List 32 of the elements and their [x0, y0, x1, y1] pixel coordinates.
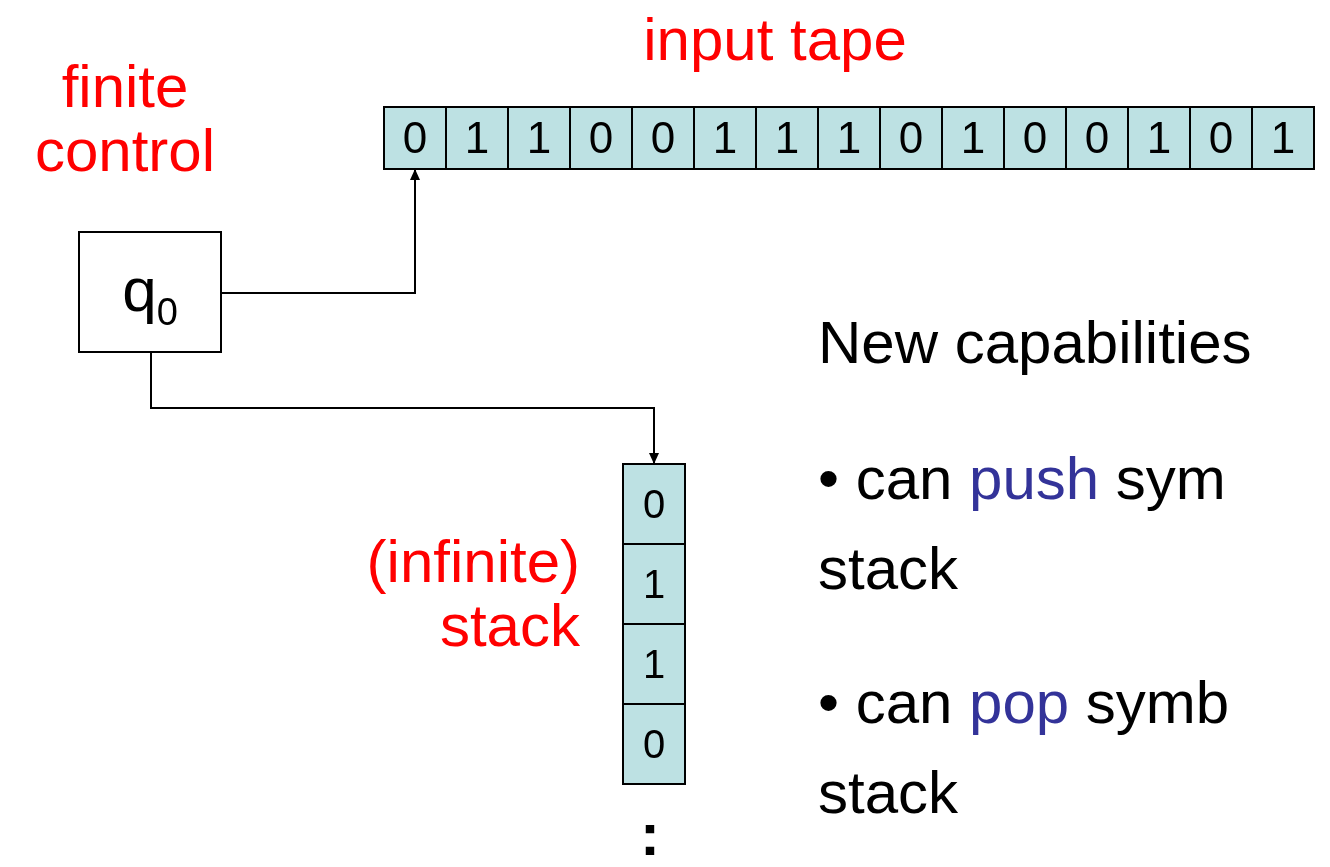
state-label: q$_{0}$ — [121, 255, 179, 335]
text-line: New capabilities — [818, 308, 1252, 378]
symbol-cell: 1 — [1251, 106, 1315, 170]
symbol-cell: 1 — [622, 623, 686, 705]
symbol-cell: 1 — [622, 543, 686, 625]
symbol-cell: 0 — [631, 106, 695, 170]
symbol-cell: 1 — [941, 106, 1005, 170]
heading: input tape — [642, 8, 908, 72]
symbol-cell: 0 — [879, 106, 943, 170]
text-line: • can push sym — [818, 444, 1226, 514]
symbol-cell: 1 — [1127, 106, 1191, 170]
symbol-cell: 1 — [755, 106, 819, 170]
symbol-cell: 1 — [507, 106, 571, 170]
symbol-cell: 0 — [569, 106, 633, 170]
symbol-cell: 0 — [1003, 106, 1067, 170]
text-line: • can pop symb — [818, 668, 1230, 738]
state-box — [78, 231, 222, 353]
text-line: stack — [818, 534, 959, 604]
arrow — [150, 352, 659, 464]
symbol-cell: 0 — [1065, 106, 1129, 170]
arrow — [221, 169, 420, 294]
heading: (infinite) stack — [365, 530, 580, 658]
symbol-cell: 1 — [445, 106, 509, 170]
symbol-cell: 1 — [817, 106, 881, 170]
symbol-cell: 0 — [622, 703, 686, 785]
text-line: stack — [818, 758, 959, 828]
symbol-cell: 0 — [622, 463, 686, 545]
ellipsis-mark: : — [640, 810, 660, 860]
symbol-cell: 0 — [383, 106, 447, 170]
symbol-cell: 0 — [1189, 106, 1253, 170]
symbol-cell: 1 — [693, 106, 757, 170]
heading: finite control — [33, 55, 217, 183]
